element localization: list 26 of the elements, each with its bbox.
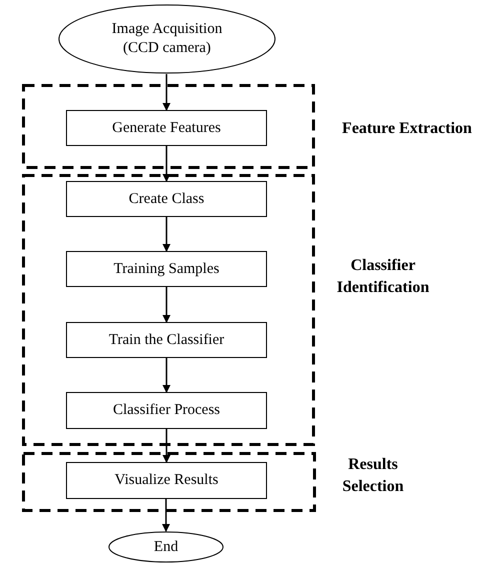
node-label: Training Samples xyxy=(114,260,220,278)
arrow xyxy=(162,358,170,393)
node-label: End xyxy=(152,538,180,556)
arrow xyxy=(162,217,170,252)
group-heading: Classifier Identification xyxy=(336,256,430,298)
node-label: Image Acquisition (CCD camera) xyxy=(110,20,224,58)
group-heading: Results Selection xyxy=(341,455,405,497)
terminal-ellipse xyxy=(108,531,224,563)
arrow xyxy=(162,429,170,463)
node-label: Visualize Results xyxy=(114,471,218,490)
process-box xyxy=(66,110,267,146)
arrow xyxy=(162,146,170,182)
arrow xyxy=(162,74,170,111)
process-box xyxy=(66,392,267,429)
process-box xyxy=(66,462,267,499)
terminal-ellipse xyxy=(58,4,276,74)
node-label: Create Class xyxy=(128,190,204,208)
process-box xyxy=(66,181,267,217)
process-box xyxy=(66,251,267,287)
process-box xyxy=(66,322,267,358)
group-heading: Feature Extraction xyxy=(341,119,473,139)
arrow xyxy=(162,287,170,323)
arrow xyxy=(162,499,170,532)
node-label: Generate Features xyxy=(112,118,221,138)
node-label: Train the Classifier xyxy=(108,330,224,350)
node-label: Classifier Process xyxy=(112,401,220,420)
